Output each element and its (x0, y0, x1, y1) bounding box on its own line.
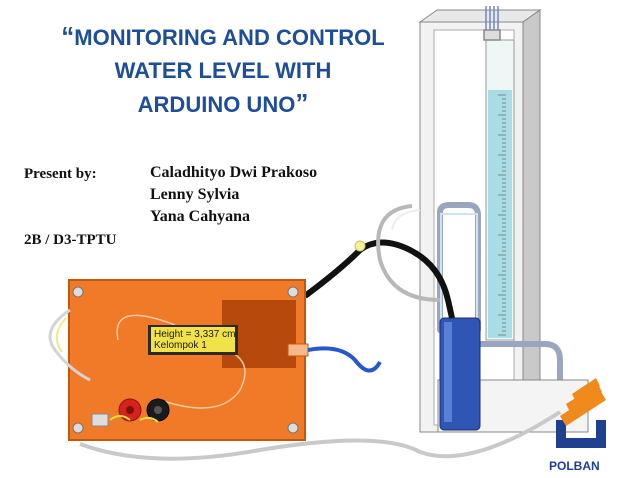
signal-cable (376, 204, 441, 302)
screw-icon (287, 422, 299, 434)
presenter-name-2: Lenny Sylvia (150, 186, 240, 203)
slide-title: “MONITORING AND CONTROL WATER LEVEL WITH… (34, 20, 412, 121)
water-column (488, 90, 512, 338)
polban-logo (556, 378, 606, 448)
connector-header (91, 413, 109, 427)
cable-connector (354, 240, 366, 252)
screw-icon (72, 422, 84, 434)
water-pipes (437, 202, 563, 423)
lcd-line-1: Height = 3,337 cm (154, 329, 235, 340)
screw-icon (72, 286, 84, 298)
class-label: 2B / D3-TPTU (24, 232, 117, 248)
pump-cable (303, 239, 455, 319)
presenter-name-3: Yana Cahyana (150, 208, 251, 225)
title-line-1: “MONITORING AND CONTROL (61, 21, 385, 51)
lcd-line-2: Kelompok 1 (154, 340, 207, 351)
present-by-label: Present by: (24, 166, 97, 182)
title-line-2: WATER LEVEL WITH (114, 58, 332, 83)
arduino-board: Height = 3,337 cm Kelompok 1 (68, 279, 309, 441)
ground-cable (79, 410, 562, 461)
usb-cable (307, 346, 382, 373)
presenter-name-1: Caladhityo Dwi Prakoso (150, 164, 318, 181)
sensor-cable (483, 6, 501, 41)
screw-icon (287, 286, 299, 298)
polban-logo-text: POLBAN (549, 459, 600, 473)
title-line-3: ARDUINO UNO” (137, 88, 309, 118)
lcd-screen (151, 327, 235, 352)
